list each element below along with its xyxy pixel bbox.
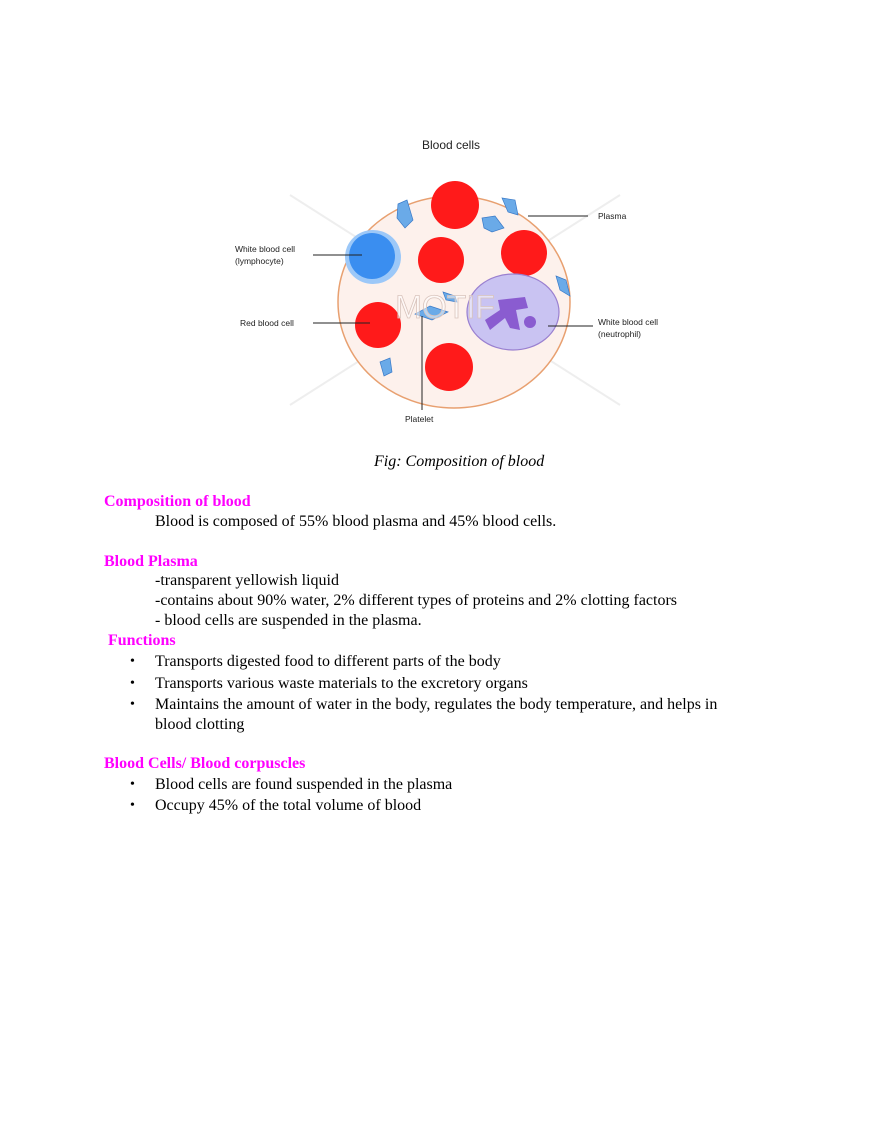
cells-item: Occupy 45% of the total volume of blood — [155, 797, 422, 814]
plasma-line: - blood cells are suspended in the plasm… — [155, 612, 422, 629]
heading-functions: Functions — [108, 632, 176, 649]
bullet: • — [130, 798, 135, 813]
label-lymphocyte: White blood cell — [235, 244, 295, 254]
label-plasma: Plasma — [598, 211, 627, 221]
bullet: • — [130, 676, 135, 691]
bullet: • — [130, 697, 135, 712]
function-item: Transports digested food to different pa… — [155, 653, 501, 670]
blood-cells-diagram: Blood cells MOTIF Plasma White blood cel… — [235, 138, 658, 424]
function-item: Maintains the amount of water in the bod… — [155, 696, 718, 713]
label-lymphocyte-sub: (lymphocyte) — [235, 256, 284, 266]
figure-title: Blood cells — [422, 138, 480, 152]
platelets — [379, 197, 571, 377]
bullet: • — [130, 777, 135, 792]
heading-plasma: Blood Plasma — [104, 553, 198, 570]
label-red-cell: Red blood cell — [240, 318, 294, 328]
function-item-continued: blood clotting — [155, 716, 245, 733]
heading-blood-cells: Blood Cells/ Blood corpuscles — [104, 755, 306, 772]
watermark: MOTIF — [395, 289, 495, 325]
figure-caption: Fig: Composition of blood — [374, 453, 545, 470]
label-platelet: Platelet — [405, 414, 434, 424]
composition-text: Blood is composed of 55% blood plasma an… — [155, 513, 557, 530]
label-neutrophil-sub: (neutrophil) — [598, 329, 641, 339]
label-neutrophil: White blood cell — [598, 317, 658, 327]
bullet: • — [130, 654, 135, 669]
heading-composition: Composition of blood — [104, 493, 251, 510]
cells-item: Blood cells are found suspended in the p… — [155, 776, 453, 793]
plasma-line: -transparent yellowish liquid — [155, 572, 339, 589]
red-blood-cells — [355, 181, 547, 391]
plasma-line: -contains about 90% water, 2% different … — [155, 592, 678, 609]
function-item: Transports various waste materials to th… — [155, 675, 528, 692]
